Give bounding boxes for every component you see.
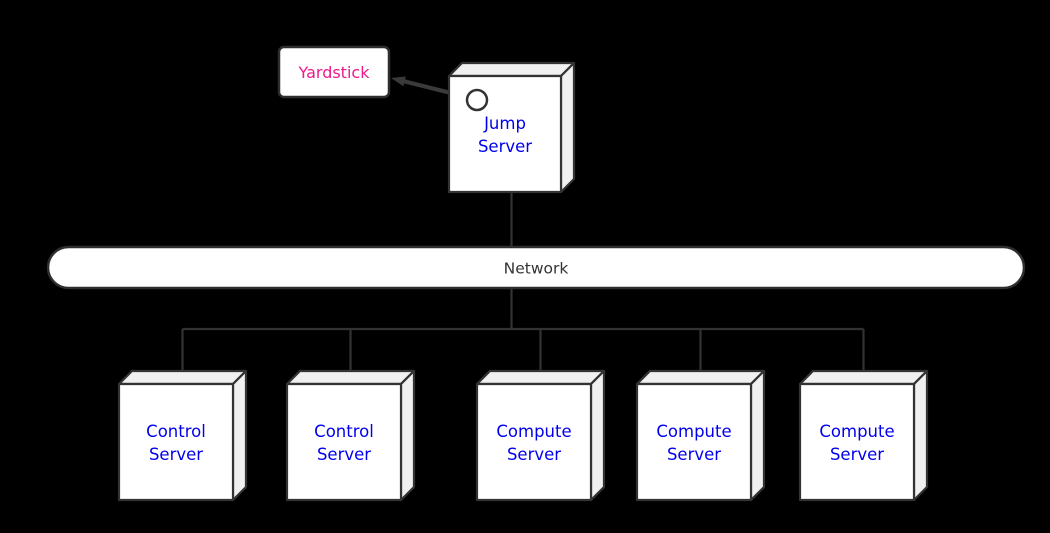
server-label-line2: Server <box>667 445 721 464</box>
server-label-line1: Control <box>314 422 374 441</box>
jump-server-label-line1: Jump <box>483 114 526 133</box>
server-top-face <box>117 369 248 386</box>
server-label-line1: Compute <box>496 422 571 441</box>
server-label-line1: Compute <box>819 422 894 441</box>
server-front-face <box>285 382 403 502</box>
server-node-compute-2: Compute Server <box>635 369 766 502</box>
server-label-line2: Server <box>507 445 561 464</box>
server-top-face <box>798 369 929 386</box>
yardstick-label: Yardstick <box>298 63 371 82</box>
server-node-control-1: Control Server <box>117 369 248 502</box>
server-label-line1: Compute <box>656 422 731 441</box>
jump-server-right-face <box>559 61 576 194</box>
server-node-compute-3: Compute Server <box>798 369 929 502</box>
network-label: Network <box>504 260 569 278</box>
server-label-line2: Server <box>317 445 371 464</box>
network-node: Network <box>46 245 1026 290</box>
server-right-face <box>399 369 416 502</box>
server-label-line2: Server <box>830 445 884 464</box>
server-top-face <box>635 369 766 386</box>
jump-server-front-face <box>447 74 563 194</box>
server-right-face <box>589 369 606 502</box>
server-top-face <box>285 369 416 386</box>
server-front-face <box>117 382 235 502</box>
server-right-face <box>749 369 766 502</box>
server-front-face <box>798 382 916 502</box>
server-node-control-2: Control Server <box>285 369 416 502</box>
server-right-face <box>231 369 248 502</box>
yardstick-arrowhead-icon <box>391 76 406 87</box>
jump-server-label-line2: Server <box>478 137 532 156</box>
server-label-line1: Control <box>146 422 206 441</box>
server-top-face <box>475 369 606 386</box>
server-node-compute-1: Compute Server <box>475 369 606 502</box>
yardstick-box <box>277 45 391 99</box>
server-front-face <box>635 382 753 502</box>
jump-server-top-face <box>447 61 576 78</box>
jump-server-node: Jump Server <box>447 61 576 194</box>
edges <box>181 192 865 371</box>
yardstick-node: Yardstick <box>277 45 391 99</box>
connector-port-circle <box>465 88 489 112</box>
server-right-face <box>912 369 929 502</box>
server-front-face <box>475 382 593 502</box>
network-bar <box>46 245 1026 290</box>
server-label-line2: Server <box>149 445 203 464</box>
